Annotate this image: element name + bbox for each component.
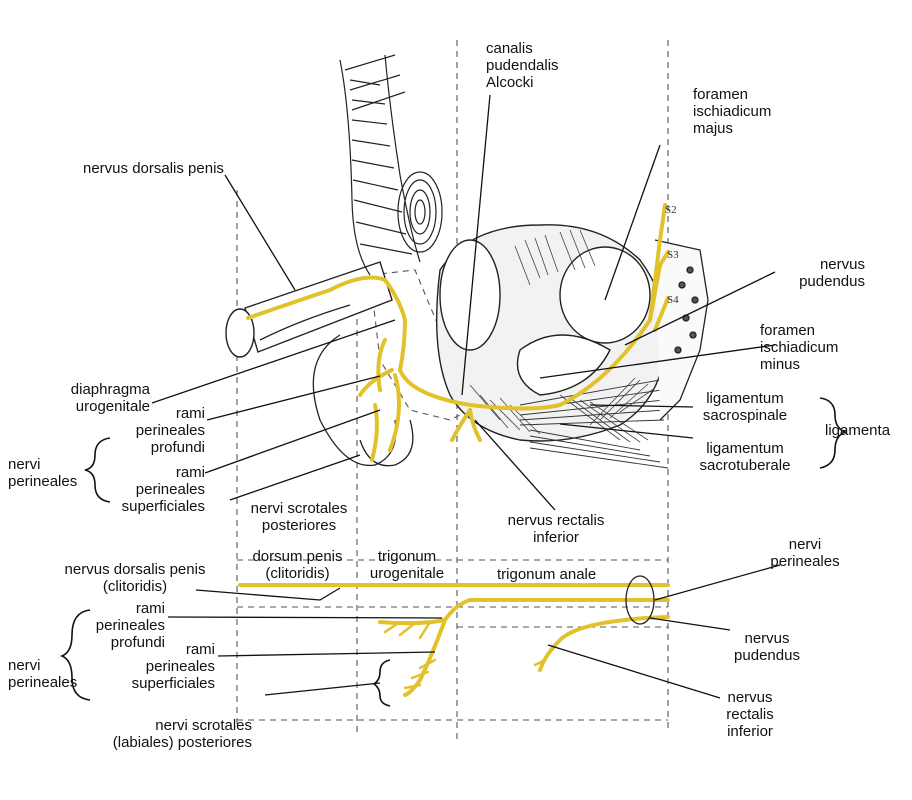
sacrum [654,239,709,421]
pudendal-ring [625,575,655,625]
label-s2: S2 [665,204,677,216]
penis-shaft [225,261,393,358]
label-s3: S3 [667,249,679,261]
label-lower-rami-superficiales: rami perineales superficiales [131,641,215,692]
label-lig-sacrospinale: ligamentum sacrospinale [702,390,788,424]
scrotum [312,334,414,467]
label-ligamenta: ligamenta [825,422,891,439]
lower-nerves [238,583,670,697]
label-lig-sacrotuberale: ligamentum sacrotuberale [699,440,791,474]
label-nervi-perineales: nervi perineales [8,456,78,490]
label-lower-nervi-perineales-right: nervi perineales [770,536,840,570]
label-s4: S4 [667,294,679,306]
label-nervus-rectalis: nervus rectalis inferior [507,512,605,546]
label-foramen-minus: foramen ischiadicum minus [760,322,839,373]
label-canalis: canalis pudendalis Alcocki [486,40,559,91]
ligaments [519,379,669,469]
label-diaphragma: diaphragma urogenitale [70,381,150,415]
label-trigonum-anale: trigonum anale [497,566,597,583]
label-lower-nervi-scrotales: nervi scrotales (labiales) posteriores [112,717,252,751]
label-lower-nervus-pudendus: nervus pudendus [734,630,800,664]
label-trigonum-urogenitale: trigonum urogenitale [369,548,445,582]
label-lower-nervus-rectalis: nervus rectalis inferior [726,689,774,740]
label-dorsum: dorsum penis (clitoridis) [252,548,343,582]
label-nervi-scrotales: nervi scrotales posteriores [250,500,348,534]
label-lower-rami-profundi: rami perineales profundi [95,600,165,651]
braces [59,397,848,707]
leader-lines [151,94,781,699]
label-rami-superficiales: rami perineales superficiales [121,464,205,515]
cord [339,54,421,276]
label-nervus-dorsalis: nervus dorsalis penis [83,160,224,177]
label-lower-nervus-dorsalis: nervus dorsalis penis (clitoridis) [64,561,206,595]
label-nervus-pudendus: nervus pudendus [799,256,865,290]
testis-spiral [397,171,443,253]
hatching [469,229,656,443]
upper-nerves [246,203,670,462]
pelvic-bone [435,224,667,442]
label-lower-nervi-perineales-left: nervi perineales [8,657,78,691]
label-rami-profundi: rami perineales profundi [135,405,205,456]
label-foramen-majus: foramen ischiadicum majus [693,86,772,137]
lower-nerve-branches [383,620,547,690]
